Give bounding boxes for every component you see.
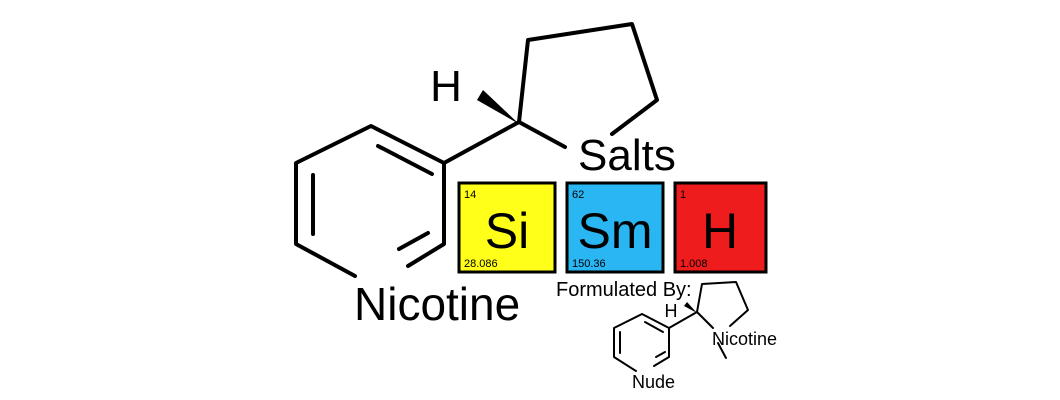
atomic-mass: 28.086	[464, 258, 498, 270]
tile-bg	[565, 181, 665, 274]
small-double-bond-3	[655, 351, 666, 358]
pyridine-ring	[294, 124, 446, 278]
formulated-by-label: Formulated By:	[556, 279, 692, 301]
small-n-bond	[696, 311, 714, 329]
small-connector-bond	[668, 311, 698, 329]
element-tile-sm: 62 Sm 150.36	[565, 181, 665, 274]
small-double-bond-2	[644, 321, 664, 333]
big-h-label: H	[430, 62, 462, 111]
pyridine-double-bond-3	[397, 231, 430, 251]
small-pyrrolidine-ring	[696, 281, 749, 327]
tile-bg	[673, 181, 768, 274]
big-nicotine-label: Nicotine	[354, 278, 520, 330]
atomic-number: 62	[572, 189, 584, 201]
atomic-mass: 1.008	[680, 258, 708, 270]
pyrrolidine-n-bond	[517, 120, 567, 149]
atomic-number: 1	[680, 189, 686, 201]
small-h-label: H	[665, 301, 678, 321]
element-symbol: Si	[485, 203, 529, 259]
atomic-number: 14	[464, 189, 476, 201]
element-symbol: Sm	[578, 203, 653, 259]
pyrrolidine-ring	[517, 22, 659, 136]
pyridine-double-bond-2	[376, 144, 434, 176]
small-methyl-bond	[717, 342, 727, 359]
tile-bg	[457, 181, 557, 274]
big-salts-label: Salts	[578, 131, 676, 180]
element-tile-h: 1 H 1.008	[673, 181, 768, 274]
ring-connector-bond	[442, 120, 521, 165]
element-tile-si: 14 Si 28.086	[457, 181, 557, 274]
big-molecule	[294, 22, 659, 278]
small-nude-label: Nude	[632, 372, 675, 392]
small-nicotine-label: Nicotine	[712, 329, 777, 349]
small-pyridine-ring	[613, 313, 670, 372]
element-symbol: H	[702, 203, 738, 259]
stereo-wedge	[477, 90, 519, 124]
small-molecule	[613, 281, 749, 372]
small-stereo-wedge	[684, 302, 697, 313]
atomic-mass: 150.36	[572, 258, 606, 270]
